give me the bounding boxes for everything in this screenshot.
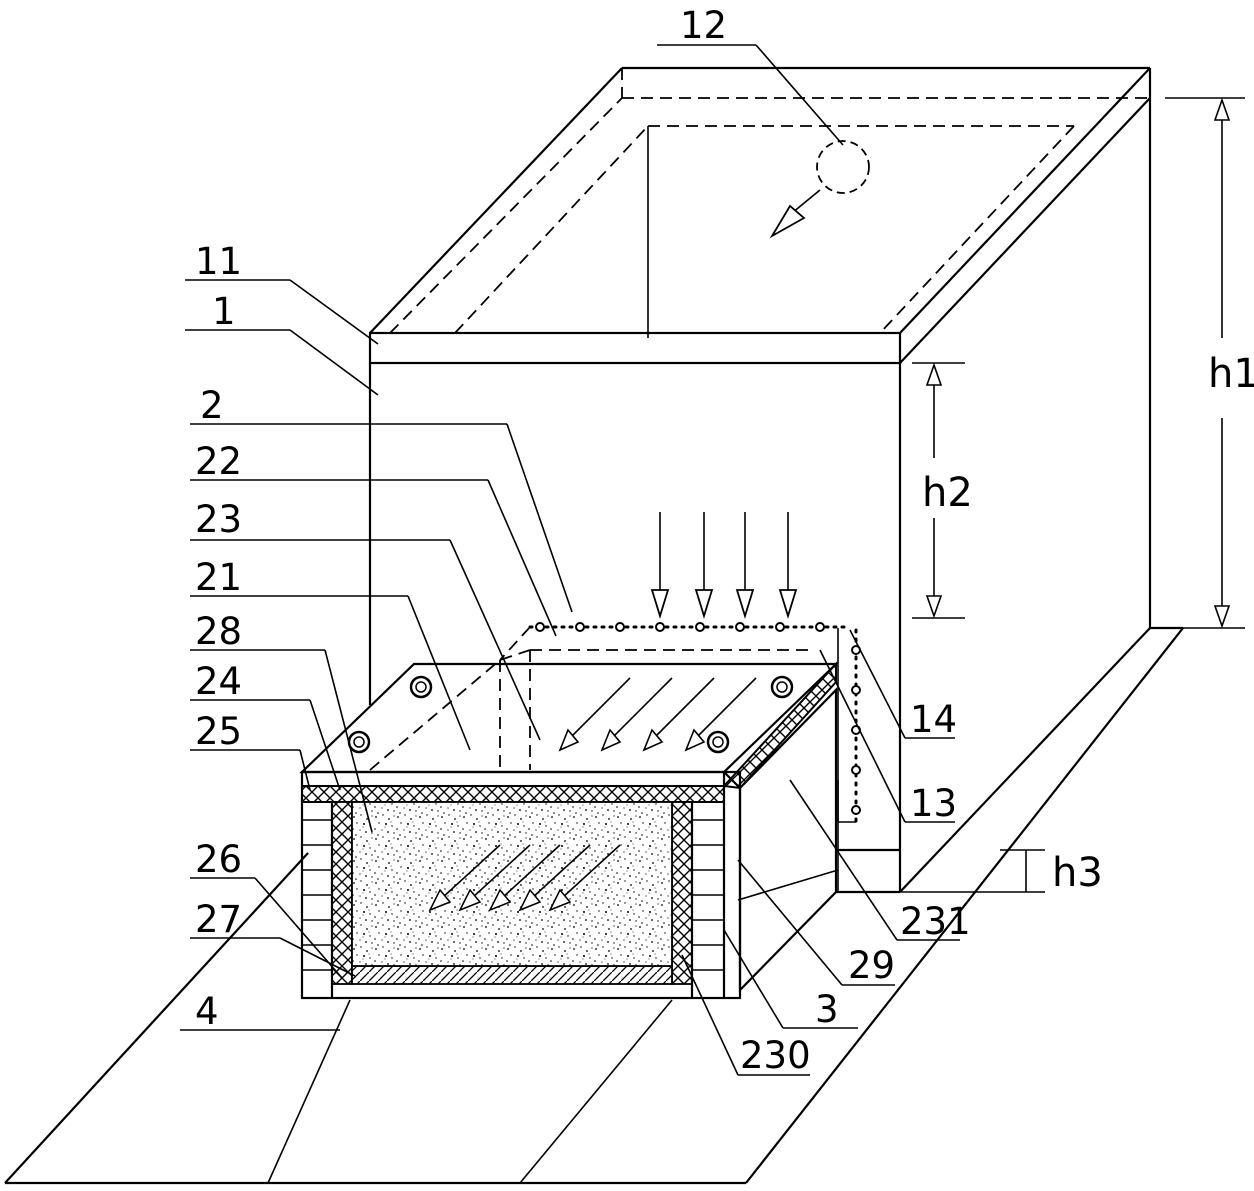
- label-14: 14: [910, 698, 957, 741]
- label-231: 231: [900, 900, 971, 943]
- label-3: 3: [815, 988, 839, 1031]
- part-labels: 12 11 1 2 22 23 21 28 24 25 26 27 4 14 1…: [195, 4, 1254, 1077]
- dimension-h3: [900, 849, 1045, 893]
- dimension-label-h1: h1: [1208, 351, 1254, 397]
- label-25: 25: [195, 710, 242, 753]
- leader-lines: [180, 44, 960, 1076]
- label-4: 4: [195, 990, 219, 1033]
- light-source: [769, 140, 870, 239]
- main-housing: [368, 66, 1183, 894]
- label-23: 23: [195, 498, 242, 541]
- test-box: [299, 622, 861, 1000]
- dimension-h1: [1150, 97, 1245, 629]
- label-1: 1: [212, 290, 236, 333]
- dimension-label-h2: h2: [922, 470, 973, 516]
- pressure-arrows: [650, 512, 798, 620]
- left-wall-bricks: [302, 819, 332, 971]
- dimension-label-h3: h3: [1052, 850, 1103, 896]
- dimension-h2: [912, 362, 965, 619]
- base-plate: [4, 627, 1184, 1185]
- label-230: 230: [740, 1034, 811, 1077]
- label-21: 21: [195, 556, 242, 599]
- label-26: 26: [195, 838, 242, 881]
- label-28: 28: [195, 610, 242, 653]
- label-24: 24: [195, 660, 242, 703]
- label-22: 22: [195, 440, 242, 483]
- light-direction-arrow-icon: [769, 204, 806, 239]
- label-13: 13: [910, 782, 957, 825]
- label-11: 11: [195, 240, 242, 283]
- label-27: 27: [195, 898, 242, 941]
- right-wall-bricks: [692, 819, 724, 971]
- label-2: 2: [200, 384, 224, 427]
- label-12: 12: [680, 4, 727, 47]
- label-29: 29: [848, 944, 895, 987]
